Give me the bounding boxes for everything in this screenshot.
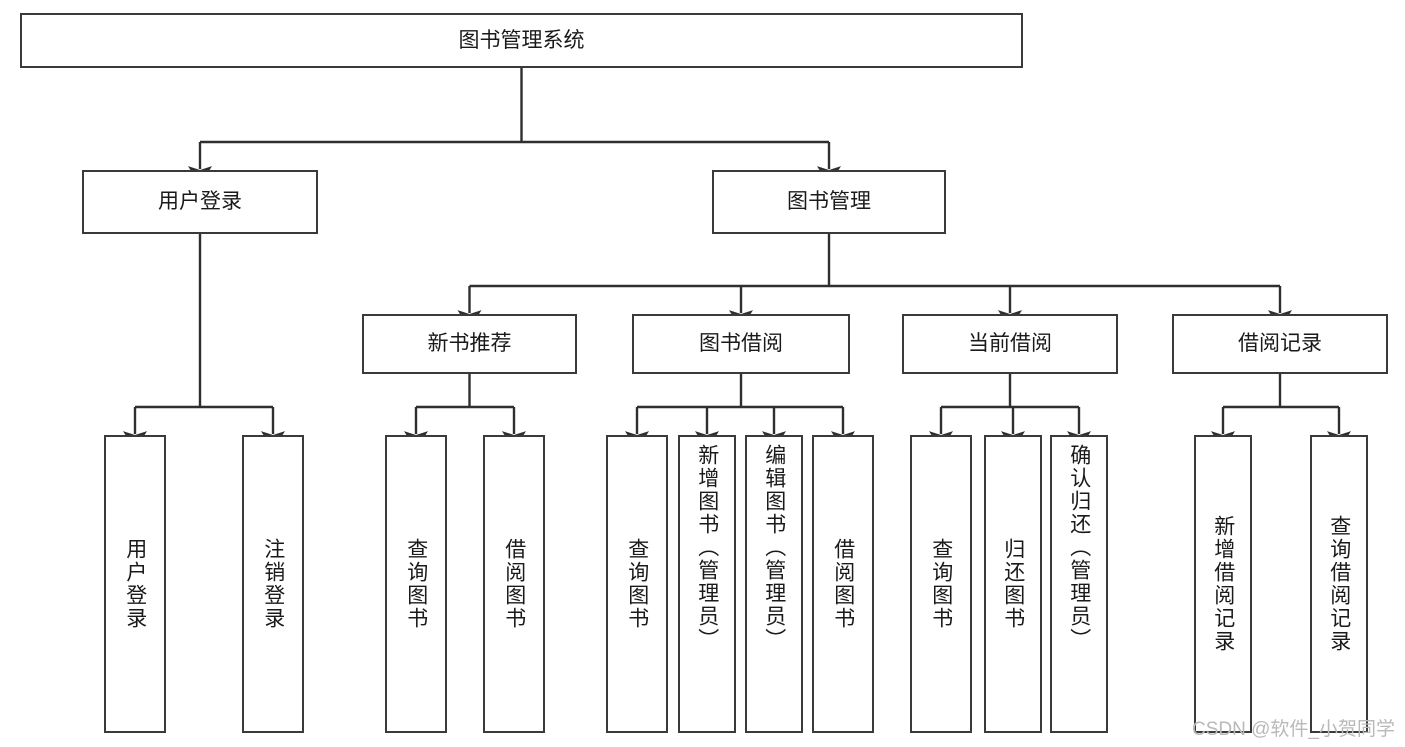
- node-label-leaf-add-book: 新增图书（管理员）: [695, 444, 719, 651]
- node-label-leaf-query-book-3: 查询图书: [929, 538, 953, 630]
- node-label-root: 图书管理系统: [458, 28, 585, 52]
- node-leaf-query-borrow-record[interactable]: 查询借阅记录: [1310, 435, 1368, 733]
- node-label-leaf-logout: 注销登录: [261, 538, 285, 630]
- node-label-leaf-return-book: 归还图书: [1001, 538, 1025, 630]
- node-leaf-confirm-return[interactable]: 确认归还（管理员）: [1050, 435, 1108, 733]
- node-label-leaf-query-book-1: 查询图书: [404, 538, 428, 630]
- node-leaf-query-book-3[interactable]: 查询图书: [910, 435, 972, 733]
- node-current-borrow[interactable]: 当前借阅: [902, 314, 1118, 374]
- node-label-current-borrow: 当前借阅: [968, 332, 1052, 356]
- node-new-book-recommend[interactable]: 新书推荐: [362, 314, 577, 374]
- node-label-leaf-query-borrow-record: 查询借阅记录: [1327, 515, 1351, 653]
- node-book-manage[interactable]: 图书管理: [712, 170, 946, 234]
- node-book-borrow[interactable]: 图书借阅: [632, 314, 850, 374]
- node-label-leaf-add-borrow-record: 新增借阅记录: [1211, 515, 1235, 653]
- node-leaf-query-book-1[interactable]: 查询图书: [385, 435, 447, 733]
- node-label-new-book-recommend: 新书推荐: [427, 332, 512, 356]
- node-label-leaf-edit-book: 编辑图书（管理员）: [762, 444, 786, 651]
- node-leaf-return-book[interactable]: 归还图书: [984, 435, 1042, 733]
- node-label-leaf-query-book-2: 查询图书: [625, 538, 649, 630]
- node-label-leaf-user-login: 用户登录: [123, 538, 147, 630]
- node-leaf-logout[interactable]: 注销登录: [242, 435, 304, 733]
- node-leaf-add-borrow-record[interactable]: 新增借阅记录: [1194, 435, 1252, 733]
- node-leaf-borrow-book-2[interactable]: 借阅图书: [812, 435, 874, 733]
- node-label-book-borrow: 图书借阅: [699, 332, 783, 356]
- node-leaf-user-login[interactable]: 用户登录: [104, 435, 166, 733]
- node-label-leaf-confirm-return: 确认归还（管理员）: [1067, 444, 1091, 651]
- node-borrow-record[interactable]: 借阅记录: [1172, 314, 1388, 374]
- node-label-leaf-borrow-book-2: 借阅图书: [831, 538, 855, 630]
- node-label-borrow-record: 借阅记录: [1238, 332, 1322, 356]
- node-user-login[interactable]: 用户登录: [82, 170, 318, 234]
- node-leaf-edit-book[interactable]: 编辑图书（管理员）: [745, 435, 803, 733]
- node-leaf-query-book-2[interactable]: 查询图书: [606, 435, 668, 733]
- node-label-leaf-borrow-book-1: 借阅图书: [502, 538, 526, 630]
- node-label-user-login: 用户登录: [158, 190, 242, 214]
- node-leaf-add-book[interactable]: 新增图书（管理员）: [678, 435, 736, 733]
- node-root[interactable]: 图书管理系统: [20, 13, 1023, 68]
- node-leaf-borrow-book-1[interactable]: 借阅图书: [483, 435, 545, 733]
- node-label-book-manage: 图书管理: [787, 190, 871, 214]
